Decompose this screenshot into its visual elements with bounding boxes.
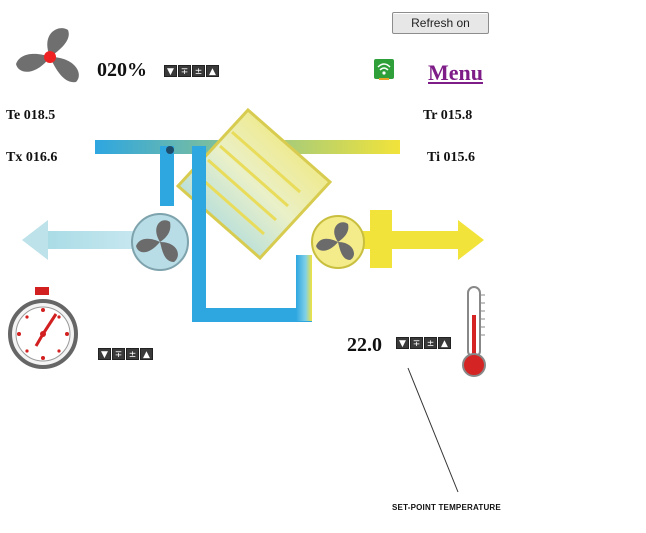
stepper-down-fast-button[interactable]: ∓ bbox=[112, 348, 125, 360]
menu-link[interactable]: Menu bbox=[428, 60, 483, 85]
stepper-plusminus-button[interactable]: ± bbox=[126, 348, 139, 360]
fan-speed-stepper[interactable]: ▼ ∓ ± ▲ bbox=[164, 65, 219, 77]
ventilation-diagram bbox=[22, 107, 484, 322]
stepper-plusminus-button[interactable]: ± bbox=[192, 65, 205, 77]
stepper-down-fast-button[interactable]: ∓ bbox=[410, 337, 423, 349]
te-reading: Te 018.5 bbox=[6, 108, 56, 123]
stepper-up-button[interactable]: ▲ bbox=[206, 65, 219, 77]
thermometer-icon bbox=[462, 286, 486, 377]
timer-stepper[interactable]: ▼ ∓ ± ▲ bbox=[98, 348, 153, 360]
refresh-button[interactable]: Refresh on bbox=[392, 12, 489, 34]
supply-fan-icon bbox=[311, 215, 365, 269]
supply-air-arrow bbox=[340, 210, 484, 268]
fan-icon bbox=[16, 28, 79, 83]
stepper-up-button[interactable]: ▲ bbox=[438, 337, 451, 349]
ti-reading: Ti 015.6 bbox=[427, 150, 475, 165]
setpoint-stepper[interactable]: ▼ ∓ ± ▲ bbox=[396, 337, 451, 349]
stepper-down-button[interactable]: ▼ bbox=[396, 337, 409, 349]
stopwatch-icon[interactable] bbox=[6, 286, 80, 378]
extract-duct bbox=[160, 146, 312, 322]
stepper-down-button[interactable]: ▼ bbox=[98, 348, 111, 360]
setpoint-value: 22.0 bbox=[347, 334, 382, 356]
stepper-down-fast-button[interactable]: ∓ bbox=[178, 65, 191, 77]
network-icon[interactable] bbox=[373, 58, 395, 80]
stepper-down-button[interactable]: ▼ bbox=[164, 65, 177, 77]
fan-speed-value: 020% bbox=[97, 59, 147, 81]
callout-line bbox=[407, 367, 459, 493]
setpoint-caption: SET-POINT TEMPERATURE bbox=[392, 503, 501, 512]
tx-reading: Tx 016.6 bbox=[6, 150, 58, 165]
tr-reading: Tr 015.8 bbox=[423, 108, 473, 123]
stepper-up-button[interactable]: ▲ bbox=[140, 348, 153, 360]
stepper-plusminus-button[interactable]: ± bbox=[424, 337, 437, 349]
exhaust-fan-icon bbox=[131, 213, 189, 271]
heat-exchanger bbox=[175, 107, 333, 261]
